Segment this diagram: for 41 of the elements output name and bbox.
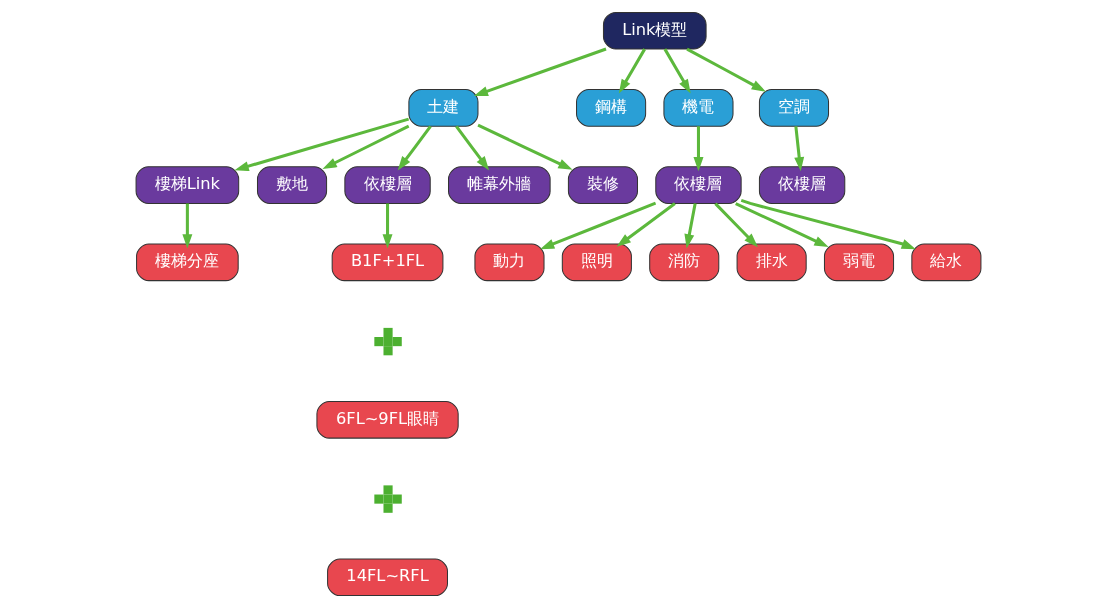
arrow	[663, 48, 691, 94]
arrow	[182, 203, 193, 249]
arrow	[735, 202, 829, 248]
node-box: 6FL~9FL眼睛	[316, 401, 459, 439]
arrow	[714, 202, 758, 248]
node-box: 機電	[663, 89, 734, 127]
node-box: 樓梯分座	[136, 243, 239, 282]
node-box: Link模型	[602, 11, 707, 50]
node-box: 照明	[561, 243, 632, 282]
arrow	[477, 123, 573, 170]
node-box: 給水	[911, 243, 982, 282]
node-box: 弱電	[823, 243, 895, 282]
arrow	[473, 47, 607, 97]
node-box: 依樓層	[655, 166, 742, 204]
node-box: 排水	[736, 243, 807, 282]
arrow	[382, 203, 393, 249]
node-box: 消防	[649, 243, 720, 282]
arrow	[455, 125, 490, 171]
arrow	[397, 125, 432, 171]
node-box: 帷幕外牆	[448, 166, 551, 204]
node-box: 敷地	[257, 166, 328, 204]
node-box: 裝修	[567, 166, 638, 204]
node-box: B1F+1FL	[331, 243, 444, 282]
arrow	[693, 126, 704, 172]
arrow	[794, 126, 805, 172]
node-box: 空調	[758, 89, 830, 127]
arrow	[684, 203, 697, 249]
node-box: 土建	[408, 89, 479, 127]
arrow	[616, 202, 676, 247]
arrow	[618, 48, 646, 94]
arrow	[686, 47, 766, 92]
node-box: 動力	[474, 243, 545, 282]
arrow	[322, 124, 410, 169]
node-box: 鋼構	[576, 89, 647, 127]
node-box: 依樓層	[344, 166, 431, 204]
arrow	[540, 201, 657, 250]
node-box: 樓梯Link	[135, 166, 240, 204]
arrow	[740, 198, 916, 250]
node-box: 14FL~RFL	[327, 558, 448, 597]
arrow	[234, 117, 410, 172]
node-box: 依樓層	[758, 166, 846, 204]
